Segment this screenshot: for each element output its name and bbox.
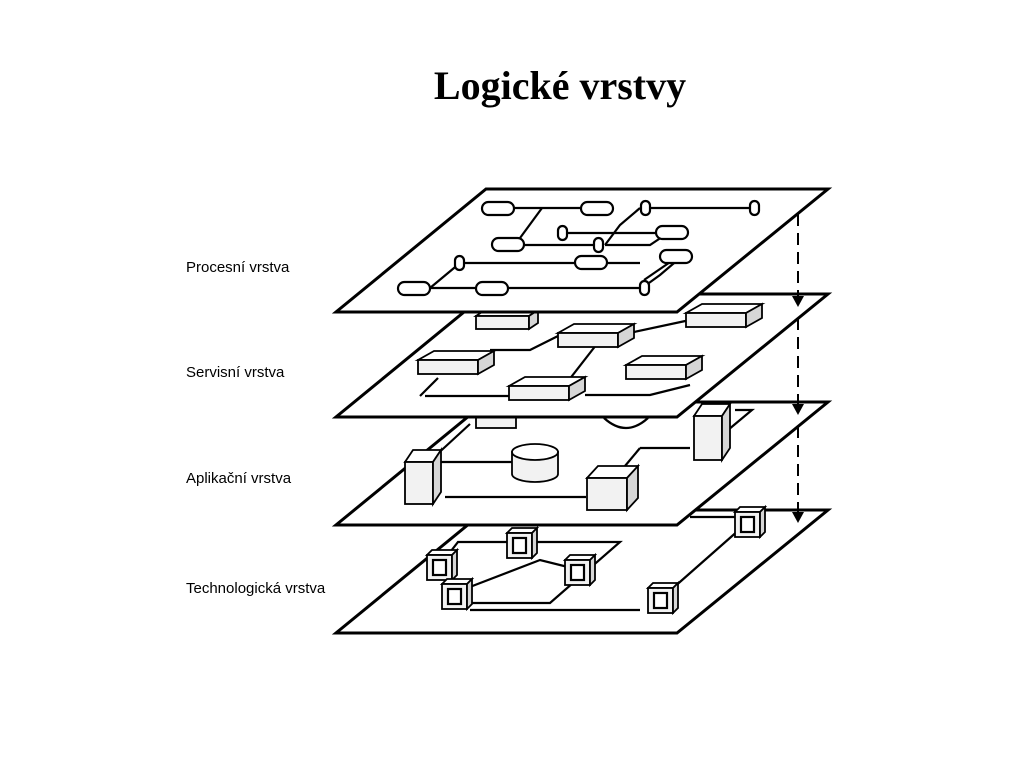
process-step (658, 248, 694, 265)
server-nodes (424, 504, 768, 616)
server-node (504, 525, 540, 561)
process-event (639, 199, 652, 217)
server-node (424, 547, 460, 583)
process-event (453, 254, 466, 272)
database-partial (603, 417, 649, 430)
process-step (654, 224, 690, 241)
arrow-down-icon (792, 512, 804, 523)
process-step (579, 200, 615, 217)
arrow-down-icon (792, 296, 804, 307)
layer-label-application: Aplikační vrstva (186, 470, 292, 487)
layer-label-technology: Technologická vrstva (186, 580, 326, 597)
service-box (414, 349, 498, 376)
technology-layer (331, 504, 833, 635)
app-server-left (403, 447, 443, 507)
service-layer (331, 292, 833, 419)
application-connections (419, 408, 756, 499)
service-box (622, 354, 706, 381)
process-layer (331, 187, 833, 314)
server-node (732, 504, 768, 540)
application-layer (331, 400, 833, 527)
process-plate (331, 187, 833, 314)
process-step (396, 280, 432, 297)
process-step (474, 280, 510, 297)
layer-label-process: Procesní vrstva (186, 259, 290, 276)
process-event (556, 224, 569, 242)
process-event (638, 279, 651, 297)
server-node (439, 576, 475, 612)
service-box (554, 322, 638, 349)
service-box (505, 375, 589, 402)
page-title: Logické vrstvy (433, 63, 687, 108)
database-icon (511, 443, 559, 483)
server-node (645, 580, 681, 616)
process-event (592, 236, 605, 254)
process-step (490, 236, 526, 253)
process-step (573, 254, 609, 271)
process-event (748, 199, 761, 217)
arrow-down-icon (792, 404, 804, 415)
service-box (682, 302, 766, 329)
process-step (480, 200, 516, 217)
server-node (562, 552, 598, 588)
app-server-right (692, 401, 732, 463)
app-server-block (584, 463, 641, 513)
process-steps (396, 199, 761, 297)
layer-label-service: Servisní vrstva (186, 364, 285, 381)
layer-connectors (792, 214, 804, 523)
